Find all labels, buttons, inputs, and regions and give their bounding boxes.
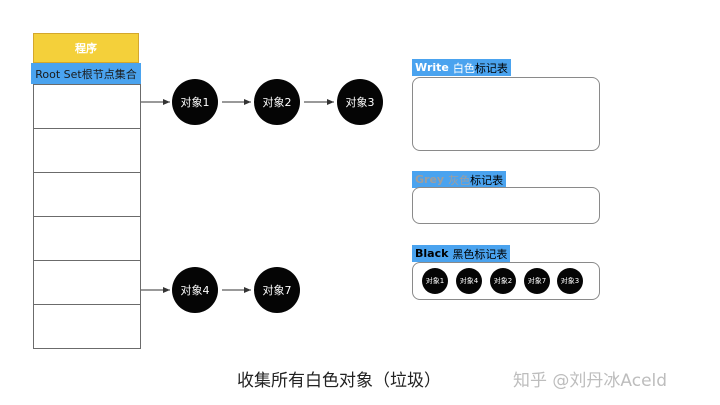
grey-table-label-rest: 标记表 (470, 173, 504, 187)
black-table-label-color: 黑色 (452, 247, 475, 261)
black-item-node: 对象4 (456, 268, 482, 294)
object-node-label: 对象2 (262, 96, 292, 109)
object-node-2: 对象2 (254, 79, 300, 125)
black-table-label: Black 黑色 标记表 (412, 245, 511, 262)
program-header-label: 程序 (75, 42, 97, 55)
grey-table-label-en: Grey (415, 173, 445, 186)
black-item-node: 对象3 (557, 268, 583, 294)
black-item-node: 对象7 (524, 268, 550, 294)
black-item-label: 对象1 (425, 277, 445, 285)
object-node-1: 对象1 (172, 79, 218, 125)
black-item-node: 对象2 (490, 268, 516, 294)
root-set-table (33, 84, 141, 349)
write-table-label-rest: 标记表 (474, 61, 508, 75)
object-node-3: 对象3 (337, 79, 383, 125)
black-item-label: 对象2 (493, 277, 513, 285)
black-table-label-rest: 标记表 (474, 247, 508, 261)
watermark: 知乎 @刘丹冰Aceld (513, 371, 668, 391)
write-table-box (412, 77, 600, 151)
program-header: 程序 (33, 33, 139, 63)
grey-table-box (412, 187, 600, 224)
object-node-4: 对象4 (172, 267, 218, 313)
root-set-row (34, 85, 140, 129)
root-set-row (34, 261, 140, 305)
black-table-label-en: Black (415, 247, 449, 260)
black-item-label: 对象3 (560, 277, 580, 285)
root-set-label: Root Set根节点集合 (35, 67, 137, 81)
write-table-label: Write 白色 标记表 (412, 59, 511, 76)
object-node-label: 对象3 (345, 96, 375, 109)
black-item-label: 对象4 (459, 277, 479, 285)
root-set-row (34, 173, 140, 217)
object-node-7: 对象7 (254, 267, 300, 313)
diagram-caption: 收集所有白色对象（垃圾） (237, 371, 441, 391)
grey-table-label: Grey 灰色 标记表 (412, 171, 507, 188)
black-item-label: 对象7 (527, 277, 547, 285)
root-set-row (34, 129, 140, 173)
black-item-node: 对象1 (422, 268, 448, 294)
root-set-row (34, 305, 140, 349)
object-node-label: 对象7 (262, 284, 292, 297)
object-node-label: 对象4 (180, 284, 210, 297)
grey-table-label-color: 灰色 (448, 173, 471, 187)
write-table-label-en: Write (415, 61, 449, 74)
root-set-header: Root Set根节点集合 (31, 63, 141, 84)
root-set-row (34, 217, 140, 261)
write-table-label-color: 白色 (452, 61, 475, 75)
object-node-label: 对象1 (180, 96, 210, 109)
